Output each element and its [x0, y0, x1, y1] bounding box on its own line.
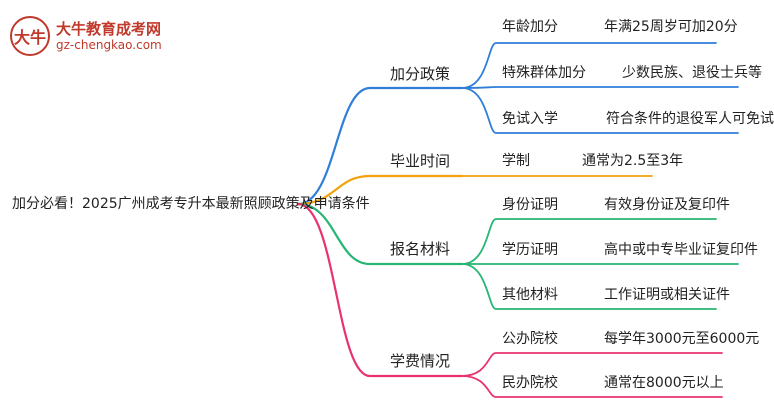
item-connector	[461, 86, 739, 89]
value-public-school: 每学年3000元至6000元	[604, 331, 760, 347]
value-age-bonus: 年满25周岁可加20分	[604, 19, 738, 35]
value-id-proof: 有效身份证及复印件	[604, 197, 730, 213]
connector-lines	[296, 42, 739, 398]
value-private-school: 通常在8000元以上	[604, 375, 724, 391]
logo-url: gz-chengkao.com	[56, 38, 162, 52]
site-logo: 大牛 大牛教育成考网 gz-chengkao.com	[10, 12, 180, 60]
item-connector	[461, 375, 723, 398]
branch-connector	[296, 202, 464, 266]
item-age-bonus: 年龄加分	[502, 19, 558, 35]
item-private-school: 民办院校	[502, 375, 558, 391]
item-id-proof: 身份证明	[502, 197, 558, 213]
item-connector	[461, 263, 717, 310]
logo-name: 大牛教育成考网	[56, 20, 162, 38]
item-connector	[461, 42, 717, 89]
item-public-school: 公办院校	[502, 331, 558, 347]
value-study-length: 通常为2.5至3年	[582, 153, 684, 169]
item-other-materials: 其他材料	[502, 287, 558, 303]
item-study-length: 学制	[502, 153, 530, 169]
item-education-proof: 学历证明	[502, 242, 558, 258]
logo-mark-icon: 大牛	[10, 16, 50, 56]
item-connector	[461, 352, 723, 377]
item-exempt-entry: 免试入学	[502, 111, 558, 127]
value-exempt-entry: 符合条件的退役军人可免试	[606, 111, 774, 127]
branch-materials: 报名材料	[390, 240, 451, 258]
mind-map: 大牛 大牛教育成考网 gz-chengkao.com 加分必看！2025广州成考…	[10, 12, 774, 398]
item-special-group: 特殊群体加分	[502, 65, 586, 81]
branch-fees: 学费情况	[390, 352, 451, 370]
value-education-proof: 高中或中专毕业证复印件	[604, 242, 758, 258]
branch-connector	[296, 86, 464, 206]
branch-connector	[296, 174, 464, 206]
root-topic: 加分必看！2025广州成考专升本最新照顾政策及申请条件	[12, 196, 370, 212]
value-other-materials: 工作证明或相关证件	[604, 287, 730, 303]
branch-policy: 加分政策	[390, 65, 451, 83]
item-connector	[461, 218, 717, 265]
item-connector	[461, 87, 739, 134]
branch-graduation: 毕业时间	[390, 152, 451, 170]
branch-connector	[296, 202, 464, 378]
value-special-group: 少数民族、退役士兵等	[622, 65, 762, 81]
